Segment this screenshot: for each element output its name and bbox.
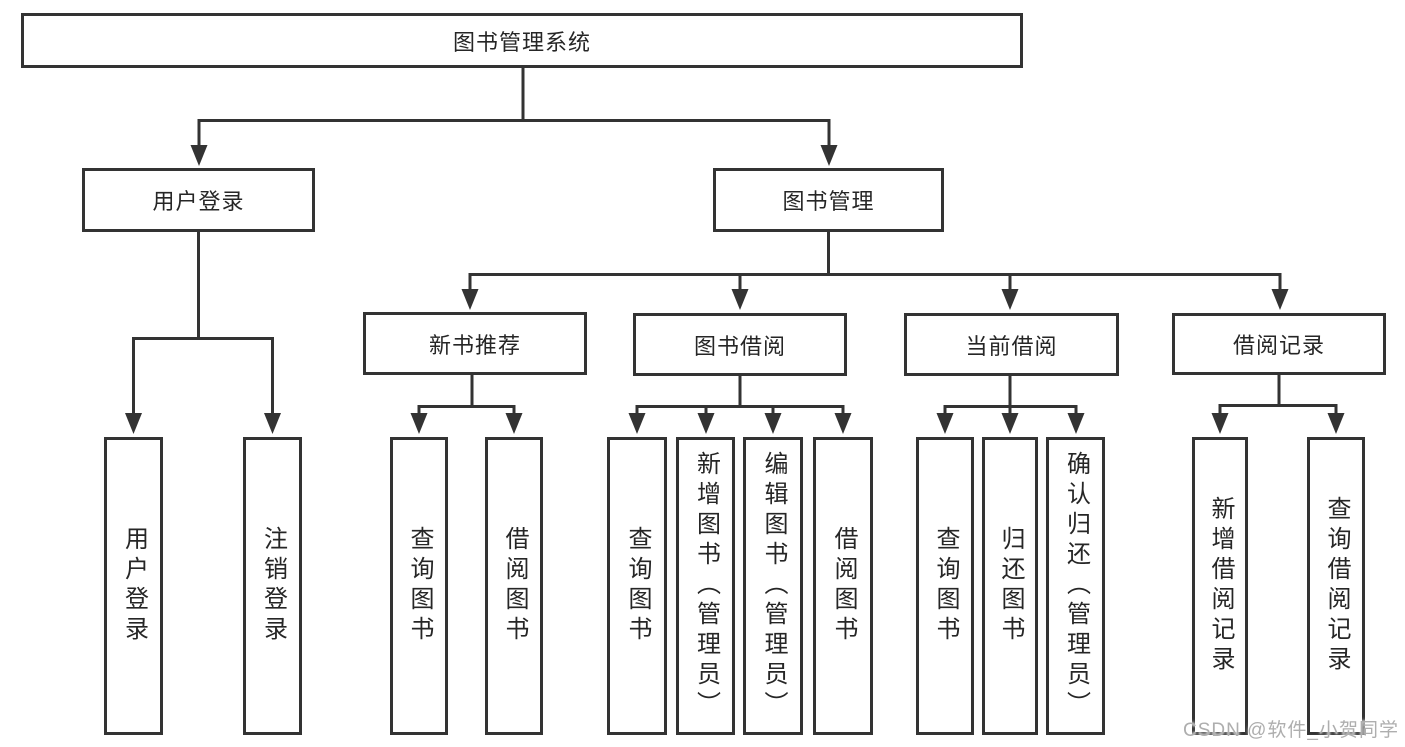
node-borrow-records-label: 借阅记录 bbox=[1232, 333, 1325, 358]
leaf-query-book-2: 查询图书 bbox=[607, 437, 667, 735]
leaf-borrow-book-1: 借阅图书 bbox=[485, 437, 543, 735]
arrowhead bbox=[628, 413, 646, 434]
node-user-login: 用户登录 bbox=[82, 168, 315, 232]
arrowhead bbox=[125, 413, 142, 434]
arrowhead bbox=[820, 145, 838, 166]
leaf-add-book-admin: 新增图书（管理员） bbox=[676, 437, 735, 735]
leaf-confirm-return-admin: 确认归还（管理员） bbox=[1046, 437, 1105, 735]
connector-borrow-records-to-leaves bbox=[1218, 404, 1338, 417]
arrowhead bbox=[410, 413, 428, 434]
arrowhead bbox=[461, 289, 479, 310]
arrowheads bbox=[125, 145, 1345, 434]
node-root: 图书管理系统 bbox=[21, 13, 1023, 68]
arrowhead bbox=[1067, 413, 1085, 434]
node-current-borrow-label: 当前借阅 bbox=[965, 333, 1058, 359]
arrowhead bbox=[731, 289, 749, 310]
leaf-query-book-2-label: 查询图书 bbox=[624, 526, 651, 646]
node-book-management-label: 图书管理 bbox=[782, 189, 875, 214]
node-user-login-label: 用户登录 bbox=[152, 189, 245, 214]
arrowhead bbox=[834, 413, 852, 434]
leaf-return-book-label: 归还图书 bbox=[997, 526, 1024, 646]
leaf-query-book-1: 查询图书 bbox=[390, 437, 448, 735]
connector-user-login-to-leaves bbox=[132, 337, 274, 417]
node-root-label: 图书管理系统 bbox=[452, 29, 591, 55]
leaf-return-book: 归还图书 bbox=[982, 437, 1038, 735]
leaf-query-book-3-label: 查询图书 bbox=[932, 526, 959, 646]
leaf-query-borrow-record: 查询借阅记录 bbox=[1307, 437, 1365, 735]
connector-book-management-to-level3 bbox=[468, 273, 1282, 292]
leaf-add-borrow-record: 新增借阅记录 bbox=[1192, 437, 1248, 735]
arrowhead bbox=[1271, 289, 1289, 310]
connector-new-book-to-leaves bbox=[417, 405, 516, 417]
node-new-book-recommend-label: 新书推荐 bbox=[428, 332, 521, 358]
node-borrow-records: 借阅记录 bbox=[1172, 313, 1386, 375]
node-book-borrow-label: 图书借阅 bbox=[693, 333, 786, 359]
csdn-watermark: CSDN @软件_小贺同学 bbox=[1183, 720, 1399, 741]
arrowhead bbox=[697, 413, 715, 434]
leaf-borrow-book-2-label: 借阅图书 bbox=[830, 526, 857, 646]
arrowhead bbox=[936, 413, 954, 434]
arrowhead bbox=[1211, 413, 1229, 434]
connector-root-to-level2 bbox=[197, 119, 831, 148]
arrowhead bbox=[764, 413, 782, 434]
leaf-query-book-1-label: 查询图书 bbox=[406, 526, 433, 646]
leaf-logout: 注销登录 bbox=[243, 437, 302, 735]
arrowhead bbox=[505, 413, 523, 434]
arrowhead bbox=[1001, 289, 1019, 310]
connector-book-borrow-to-leaves bbox=[635, 405, 845, 417]
leaf-user-login-label: 用户登录 bbox=[120, 526, 148, 646]
leaf-edit-book-admin: 编辑图书（管理员） bbox=[743, 437, 803, 735]
leaf-query-borrow-record-label: 查询借阅记录 bbox=[1323, 496, 1350, 676]
arrowhead bbox=[190, 145, 208, 166]
leaf-logout-label: 注销登录 bbox=[259, 526, 287, 646]
arrowhead bbox=[1001, 413, 1019, 434]
leaf-query-book-3: 查询图书 bbox=[916, 437, 974, 735]
leaf-borrow-book-1-label: 借阅图书 bbox=[501, 526, 528, 646]
node-book-borrow: 图书借阅 bbox=[633, 313, 847, 376]
arrowhead bbox=[1327, 413, 1345, 434]
leaf-borrow-book-2: 借阅图书 bbox=[813, 437, 873, 735]
leaf-user-login: 用户登录 bbox=[104, 437, 163, 735]
arrowhead bbox=[264, 413, 281, 434]
leaf-add-book-admin-label: 新增图书（管理员） bbox=[692, 451, 720, 721]
node-new-book-recommend: 新书推荐 bbox=[363, 312, 587, 375]
leaf-add-borrow-record-label: 新增借阅记录 bbox=[1207, 496, 1234, 676]
node-current-borrow: 当前借阅 bbox=[904, 313, 1119, 376]
leaf-edit-book-admin-label: 编辑图书（管理员） bbox=[760, 451, 787, 721]
leaf-confirm-return-admin-label: 确认归还（管理员） bbox=[1062, 451, 1090, 721]
node-book-management: 图书管理 bbox=[713, 168, 944, 232]
